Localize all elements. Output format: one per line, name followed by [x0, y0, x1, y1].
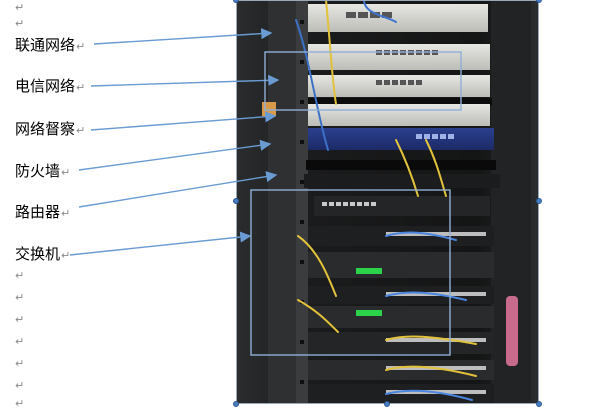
- paragraph-mark: ↵: [76, 124, 86, 137]
- callout-arrow-unicom: [93, 28, 273, 45]
- label-text: 交换机: [15, 245, 61, 263]
- label-telecom-network: 电信网络↵: [15, 77, 85, 97]
- label-unicom-network: 联通网络↵: [15, 36, 85, 56]
- label-text: 联通网络: [15, 36, 76, 54]
- paragraph-mark: ↵: [76, 81, 86, 94]
- paragraph-mark: ↵: [76, 40, 86, 53]
- label-text: 路由器: [15, 203, 61, 221]
- label-firewall: 防火墙↵: [15, 162, 70, 182]
- label-text: 网络督察: [15, 120, 76, 138]
- paragraph-mark: ↵: [61, 249, 71, 262]
- paragraph-mark: ↵: [15, 313, 25, 326]
- paragraph-mark: ↵: [15, 269, 25, 282]
- label-text: 防火墙: [15, 162, 61, 180]
- label-router: 路由器↵: [15, 203, 70, 223]
- callout-arrow-supervision: [90, 111, 277, 131]
- paragraph-mark: ↵: [61, 166, 71, 179]
- selection-handle-icon[interactable]: [233, 0, 239, 3]
- callout-box-switch: [250, 189, 451, 356]
- label-text: 电信网络: [15, 77, 76, 95]
- selection-handle-icon[interactable]: [536, 401, 542, 407]
- paragraph-mark: ↵: [15, 335, 25, 348]
- paragraph-mark: ↵: [15, 17, 25, 30]
- callout-arrow-switch: [69, 231, 252, 256]
- rack-photo[interactable]: [236, 0, 539, 404]
- label-switch: 交换机↵: [15, 245, 70, 265]
- paragraph-mark: ↵: [15, 357, 25, 370]
- callout-arrow-router: [78, 171, 278, 208]
- selection-handle-icon[interactable]: [536, 198, 542, 204]
- paragraph-mark: ↵: [15, 397, 25, 410]
- callout-arrow-telecom: [90, 74, 280, 87]
- selection-handle-icon[interactable]: [536, 0, 542, 3]
- callout-box-top: [264, 51, 462, 111]
- label-network-supervision: 网络督察↵: [15, 120, 85, 140]
- selection-handle-icon[interactable]: [233, 401, 239, 407]
- selection-handle-icon[interactable]: [384, 401, 390, 407]
- paragraph-mark: ↵: [15, 1, 25, 14]
- paragraph-mark: ↵: [15, 291, 25, 304]
- paragraph-mark: ↵: [61, 207, 71, 220]
- selection-handle-icon[interactable]: [233, 198, 239, 204]
- callout-arrow-firewall: [78, 139, 272, 171]
- paragraph-mark: ↵: [15, 379, 25, 392]
